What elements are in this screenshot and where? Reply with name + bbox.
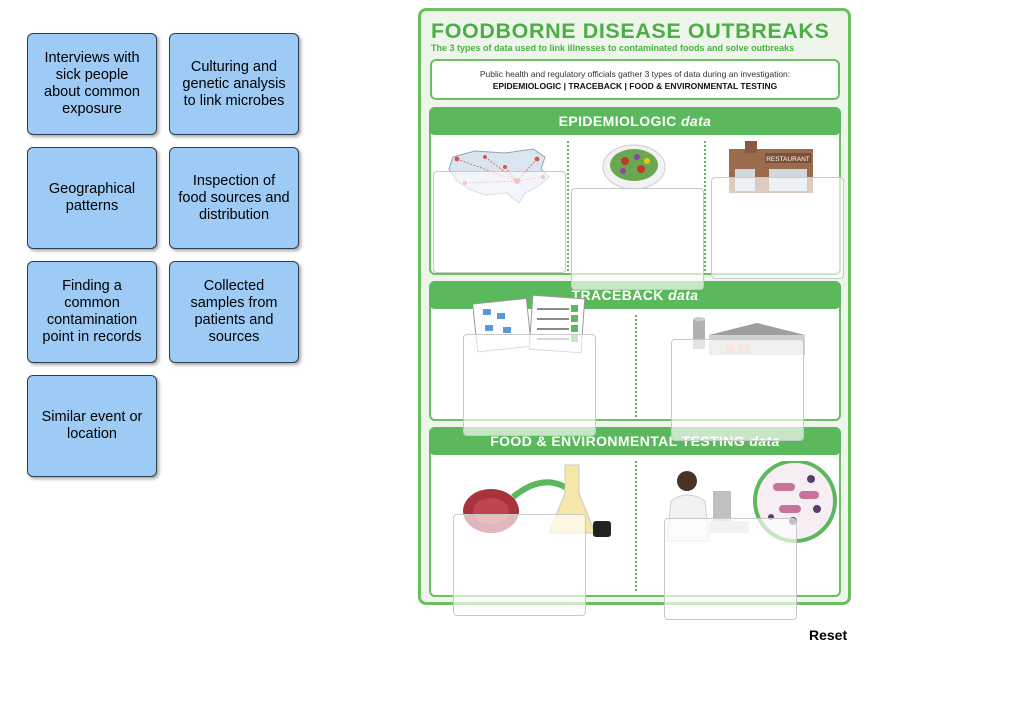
epidemiologic-banner: EPIDEMIOLOGIC data <box>429 107 841 135</box>
card-label: Collected samples from patients and sour… <box>190 278 278 345</box>
card-inspection[interactable]: Inspection of food sources and distribut… <box>169 147 299 249</box>
intro-text: Public health and regulatory officials g… <box>479 69 791 79</box>
reset-button[interactable]: Reset <box>809 627 848 643</box>
card-finding[interactable]: Finding a common contamination point in … <box>27 261 157 363</box>
card-geographical[interactable]: Geographical patterns <box>27 147 157 249</box>
card-label: Geographical patterns <box>48 181 136 214</box>
dropzone-epi-3[interactable] <box>711 177 844 279</box>
card-interviews[interactable]: Interviews with sick people about common… <box>27 33 157 135</box>
card-label: Inspection of food sources and distribut… <box>178 172 290 223</box>
divider <box>635 315 637 417</box>
dropzone-test-2[interactable] <box>664 518 797 620</box>
poster-subtitle: The 3 types of data used to link illness… <box>431 43 795 53</box>
intro-box: Public health and regulatory officials g… <box>430 59 840 100</box>
dropzone-epi-1[interactable] <box>433 171 566 273</box>
divider <box>635 461 637 591</box>
dropzone-epi-2[interactable] <box>571 188 704 290</box>
card-label: Culturing and genetic analysis to link m… <box>182 58 286 109</box>
banner-suffix: data <box>668 287 699 303</box>
card-label: Finding a common contamination point in … <box>42 278 142 345</box>
salad-bowl-icon <box>602 144 666 190</box>
restaurant-sign: RESTAURANT <box>766 156 810 163</box>
card-similar[interactable]: Similar event or location <box>27 375 157 477</box>
dropzone-trace-2[interactable] <box>671 339 804 441</box>
card-collected[interactable]: Collected samples from patients and sour… <box>169 261 299 363</box>
poster-title: FOODBORNE DISEASE OUTBREAKS <box>431 19 830 43</box>
dropzone-trace-1[interactable] <box>463 334 596 436</box>
divider <box>704 141 706 271</box>
card-label: Similar event or location <box>41 409 143 442</box>
banner-title: TRACEBACK <box>571 287 664 303</box>
intro-types: EPIDEMIOLOGIC | TRACEBACK | FOOD & ENVIR… <box>492 81 778 91</box>
divider <box>567 141 569 271</box>
banner-suffix: data <box>680 113 712 129</box>
banner-title: EPIDEMIOLOGIC <box>558 113 677 129</box>
card-label: Interviews with sick people about common… <box>44 50 140 117</box>
card-culturing[interactable]: Culturing and genetic analysis to link m… <box>169 33 299 135</box>
dropzone-test-1[interactable] <box>453 514 586 616</box>
